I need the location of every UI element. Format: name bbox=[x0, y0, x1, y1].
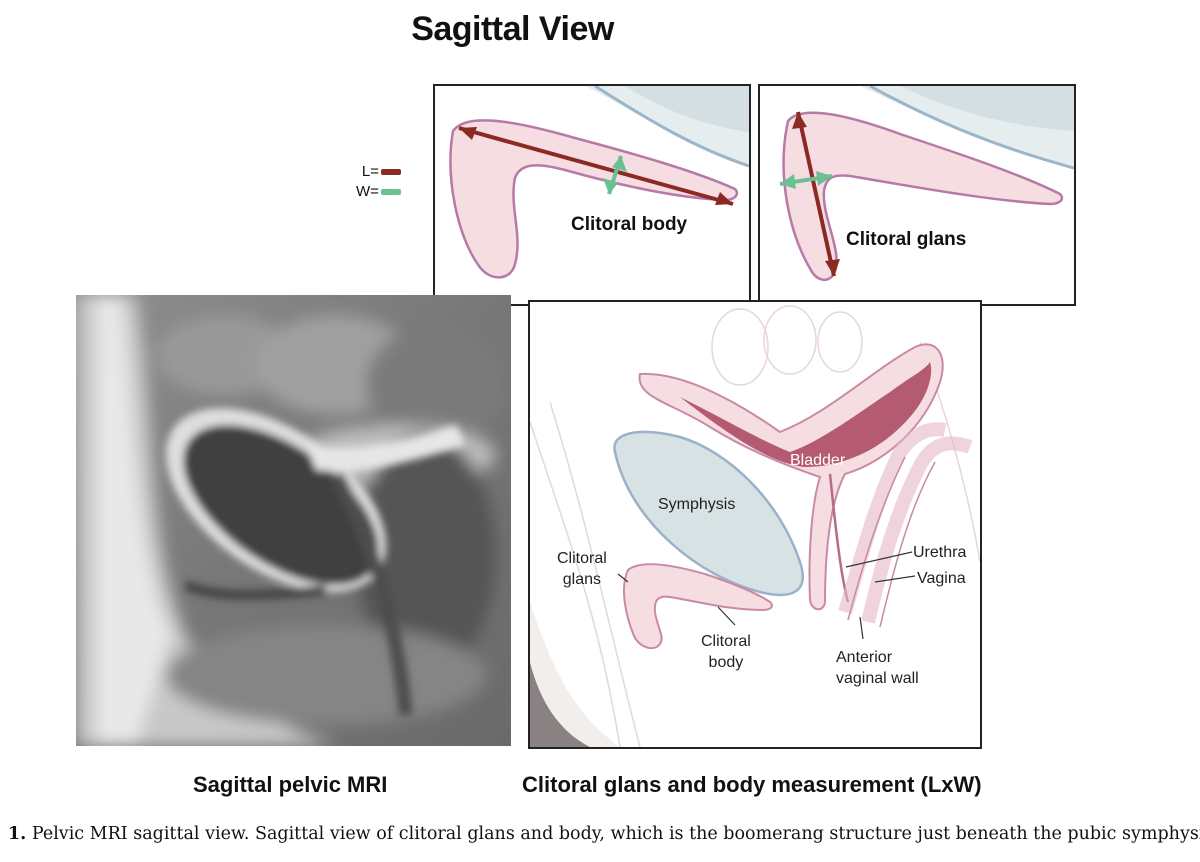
sagittal-mri-image bbox=[76, 295, 511, 746]
legend-length-label: L= bbox=[361, 163, 379, 180]
caption-measurement: Clitoral glans and body measurement (LxW… bbox=[522, 772, 982, 797]
label-clitoral-glans: Clitoral glans bbox=[557, 548, 607, 590]
inset-glans-label: Clitoral glans bbox=[846, 229, 967, 250]
anatomy-drawing bbox=[530, 305, 980, 747]
label-clitoral-glans-line2: glans bbox=[562, 571, 602, 588]
figure-caption-text: Pelvic MRI sagittal view. Sagittal view … bbox=[31, 824, 1200, 844]
caption-mri: Sagittal pelvic MRI bbox=[193, 772, 388, 797]
legend: L= W= bbox=[356, 162, 401, 202]
clitoris-shape bbox=[449, 119, 739, 279]
label-bladder: Bladder bbox=[790, 452, 846, 469]
anatomy-illustration: Bladder Symphysis Clitoral glans Clitora… bbox=[528, 300, 982, 749]
inset-body-drawing bbox=[449, 86, 749, 279]
label-clitoral-glans-line1: Clitoral bbox=[557, 550, 607, 567]
label-clitoral-body-line2: body bbox=[708, 654, 744, 671]
label-anterior-line1: Anterior bbox=[836, 649, 893, 666]
clitoris-shape-glans bbox=[782, 111, 1064, 281]
label-vagina: Vagina bbox=[917, 570, 966, 587]
legend-width-label: W= bbox=[356, 183, 379, 200]
label-anterior-line2: vaginal wall bbox=[836, 670, 919, 687]
legend-length-swatch bbox=[380, 169, 401, 175]
label-anterior-vaginal-wall: Anterior vaginal wall bbox=[836, 647, 919, 689]
mri-drawing bbox=[76, 295, 511, 746]
label-clitoral-body-line1: Clitoral bbox=[701, 633, 751, 650]
label-symphysis: Symphysis bbox=[658, 496, 736, 513]
label-urethra: Urethra bbox=[913, 544, 967, 561]
figure-caption: 1. Pelvic MRI sagittal view. Sagittal vi… bbox=[8, 824, 1200, 844]
figure-number: 1. bbox=[8, 824, 27, 844]
legend-length: L= bbox=[356, 162, 401, 182]
inset-glans-drawing bbox=[779, 86, 1074, 281]
inset-clitoral-body: Clitoral body bbox=[433, 84, 751, 306]
symphysis-shape bbox=[613, 430, 804, 597]
inset-body-label: Clitoral body bbox=[571, 214, 688, 235]
inset-clitoral-glans: Clitoral glans bbox=[758, 84, 1076, 306]
bladder-lumen bbox=[680, 362, 932, 467]
clitoris-shape-main bbox=[623, 563, 773, 650]
label-clitoral-body: Clitoral body bbox=[701, 631, 751, 673]
legend-width-swatch bbox=[380, 189, 401, 195]
legend-width: W= bbox=[356, 182, 401, 202]
diagram-title: Sagittal View bbox=[411, 10, 614, 48]
